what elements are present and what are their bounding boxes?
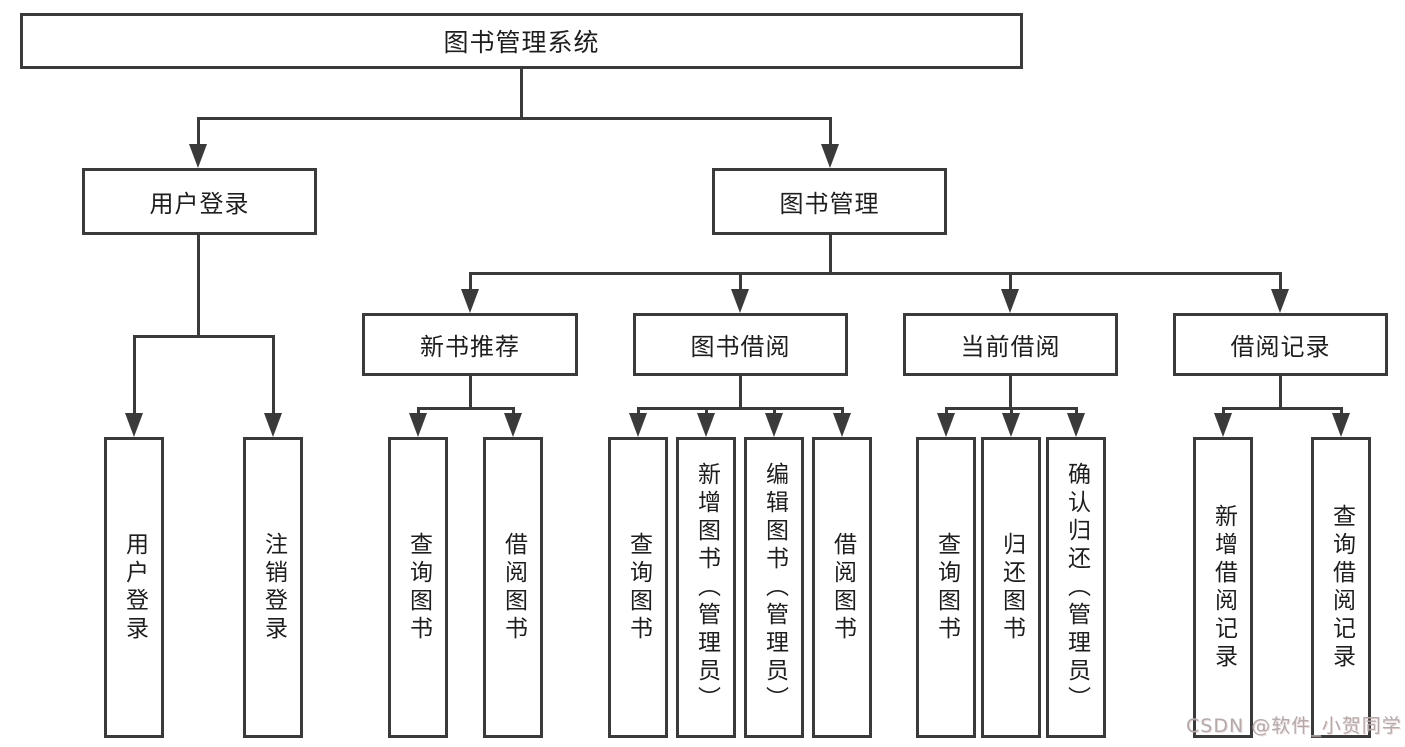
connector-drop-leaf-user-login: [132, 335, 136, 414]
connector-g2-drop-1: [636, 407, 640, 415]
arrow-down-g3-leaf-3: [1067, 413, 1085, 437]
leaf-edit-books-admin: 编辑图书（管理员）: [744, 437, 804, 738]
connector-g2-stem: [738, 376, 742, 409]
leaf-query-books-current: 查询图书: [916, 437, 976, 738]
arrow-down-g4-leaf-1: [1214, 413, 1232, 437]
arrow-down-g1-leaf-1: [409, 413, 427, 437]
connector-g3-drop-2: [1009, 407, 1013, 415]
arrow-down-g3-leaf-2: [1002, 413, 1020, 437]
connector-g4-drop-1: [1221, 407, 1225, 415]
arrow-down-g1-leaf-2: [504, 413, 522, 437]
node-book-management: 图书管理: [712, 168, 947, 235]
connector-user-login-rail: [132, 334, 275, 338]
leaf-confirm-return-admin: 确认归还（管理员）: [1046, 437, 1106, 738]
arrow-down-g4-leaf-2: [1332, 413, 1350, 437]
arrow-down-current-borrow: [1001, 289, 1019, 313]
connector-drop-book-borrow: [738, 272, 742, 290]
leaf-borrow-books-recommend: 借阅图书: [483, 437, 543, 738]
connector-g2-drop-4: [840, 407, 844, 415]
connector-drop-user-login: [196, 117, 200, 145]
connector-level3-rail: [468, 271, 1282, 275]
arrow-down-g2-leaf-3: [765, 413, 783, 437]
node-new-book-recommendation: 新书推荐: [362, 313, 578, 376]
connector-g1-stem: [468, 376, 472, 409]
leaf-query-books-recommend: 查询图书: [388, 437, 448, 738]
connector-drop-leaf-logout: [271, 335, 275, 414]
connector-drop-current-borrow: [1008, 272, 1012, 290]
connector-g1-rail: [416, 406, 515, 410]
connector-drop-book-management: [828, 117, 832, 145]
connector-g3-drop-1: [944, 407, 948, 415]
connector-g1-drop-2: [511, 407, 515, 415]
arrow-down-leaf-user-login: [125, 413, 143, 437]
connector-g2-drop-3: [772, 407, 776, 415]
connector-root-stem: [519, 69, 523, 118]
node-book-borrowing: 图书借阅: [633, 313, 848, 376]
connector-drop-new-book: [468, 272, 472, 290]
arrow-down-book-borrow: [731, 289, 749, 313]
arrow-down-user-login: [189, 144, 207, 168]
node-library-management-system: 图书管理系统: [20, 13, 1023, 69]
node-user-login: 用户登录: [82, 168, 317, 235]
connector-g4-drop-2: [1339, 407, 1343, 415]
connector-level2-rail: [196, 116, 832, 120]
leaf-logout: 注销登录: [243, 437, 303, 738]
connector-book-management-stem: [828, 235, 832, 273]
connector-user-login-stem: [196, 235, 200, 336]
connector-g2-drop-2: [704, 407, 708, 415]
arrow-down-g2-leaf-4: [833, 413, 851, 437]
csdn-watermark: CSDN @软件_小贺同学: [1186, 715, 1402, 737]
leaf-borrow-books-borrowing: 借阅图书: [812, 437, 872, 738]
arrow-down-borrow-records: [1271, 289, 1289, 313]
arrow-down-leaf-logout: [264, 413, 282, 437]
arrow-down-g3-leaf-1: [937, 413, 955, 437]
arrow-down-g2-leaf-1: [629, 413, 647, 437]
connector-g1-drop-1: [416, 407, 420, 415]
leaf-user-login: 用户登录: [104, 437, 164, 738]
leaf-return-books: 归还图书: [981, 437, 1041, 738]
leaf-query-borrow-record: 查询借阅记录: [1311, 437, 1371, 738]
connector-g4-stem: [1278, 376, 1282, 409]
arrow-down-book-management: [821, 144, 839, 168]
arrow-down-new-book: [461, 289, 479, 313]
node-borrowing-records: 借阅记录: [1173, 313, 1388, 376]
connector-g4-rail: [1221, 406, 1343, 410]
node-current-borrowing: 当前借阅: [903, 313, 1118, 376]
leaf-add-borrow-record: 新增借阅记录: [1193, 437, 1253, 738]
connector-g3-stem: [1008, 376, 1012, 409]
arrow-down-g2-leaf-2: [697, 413, 715, 437]
leaf-add-books-admin: 新增图书（管理员）: [676, 437, 736, 738]
connector-drop-borrow-records: [1278, 272, 1282, 290]
leaf-query-books-borrowing: 查询图书: [608, 437, 668, 738]
connector-g3-drop-3: [1074, 407, 1078, 415]
connector-g2-rail: [636, 406, 844, 410]
